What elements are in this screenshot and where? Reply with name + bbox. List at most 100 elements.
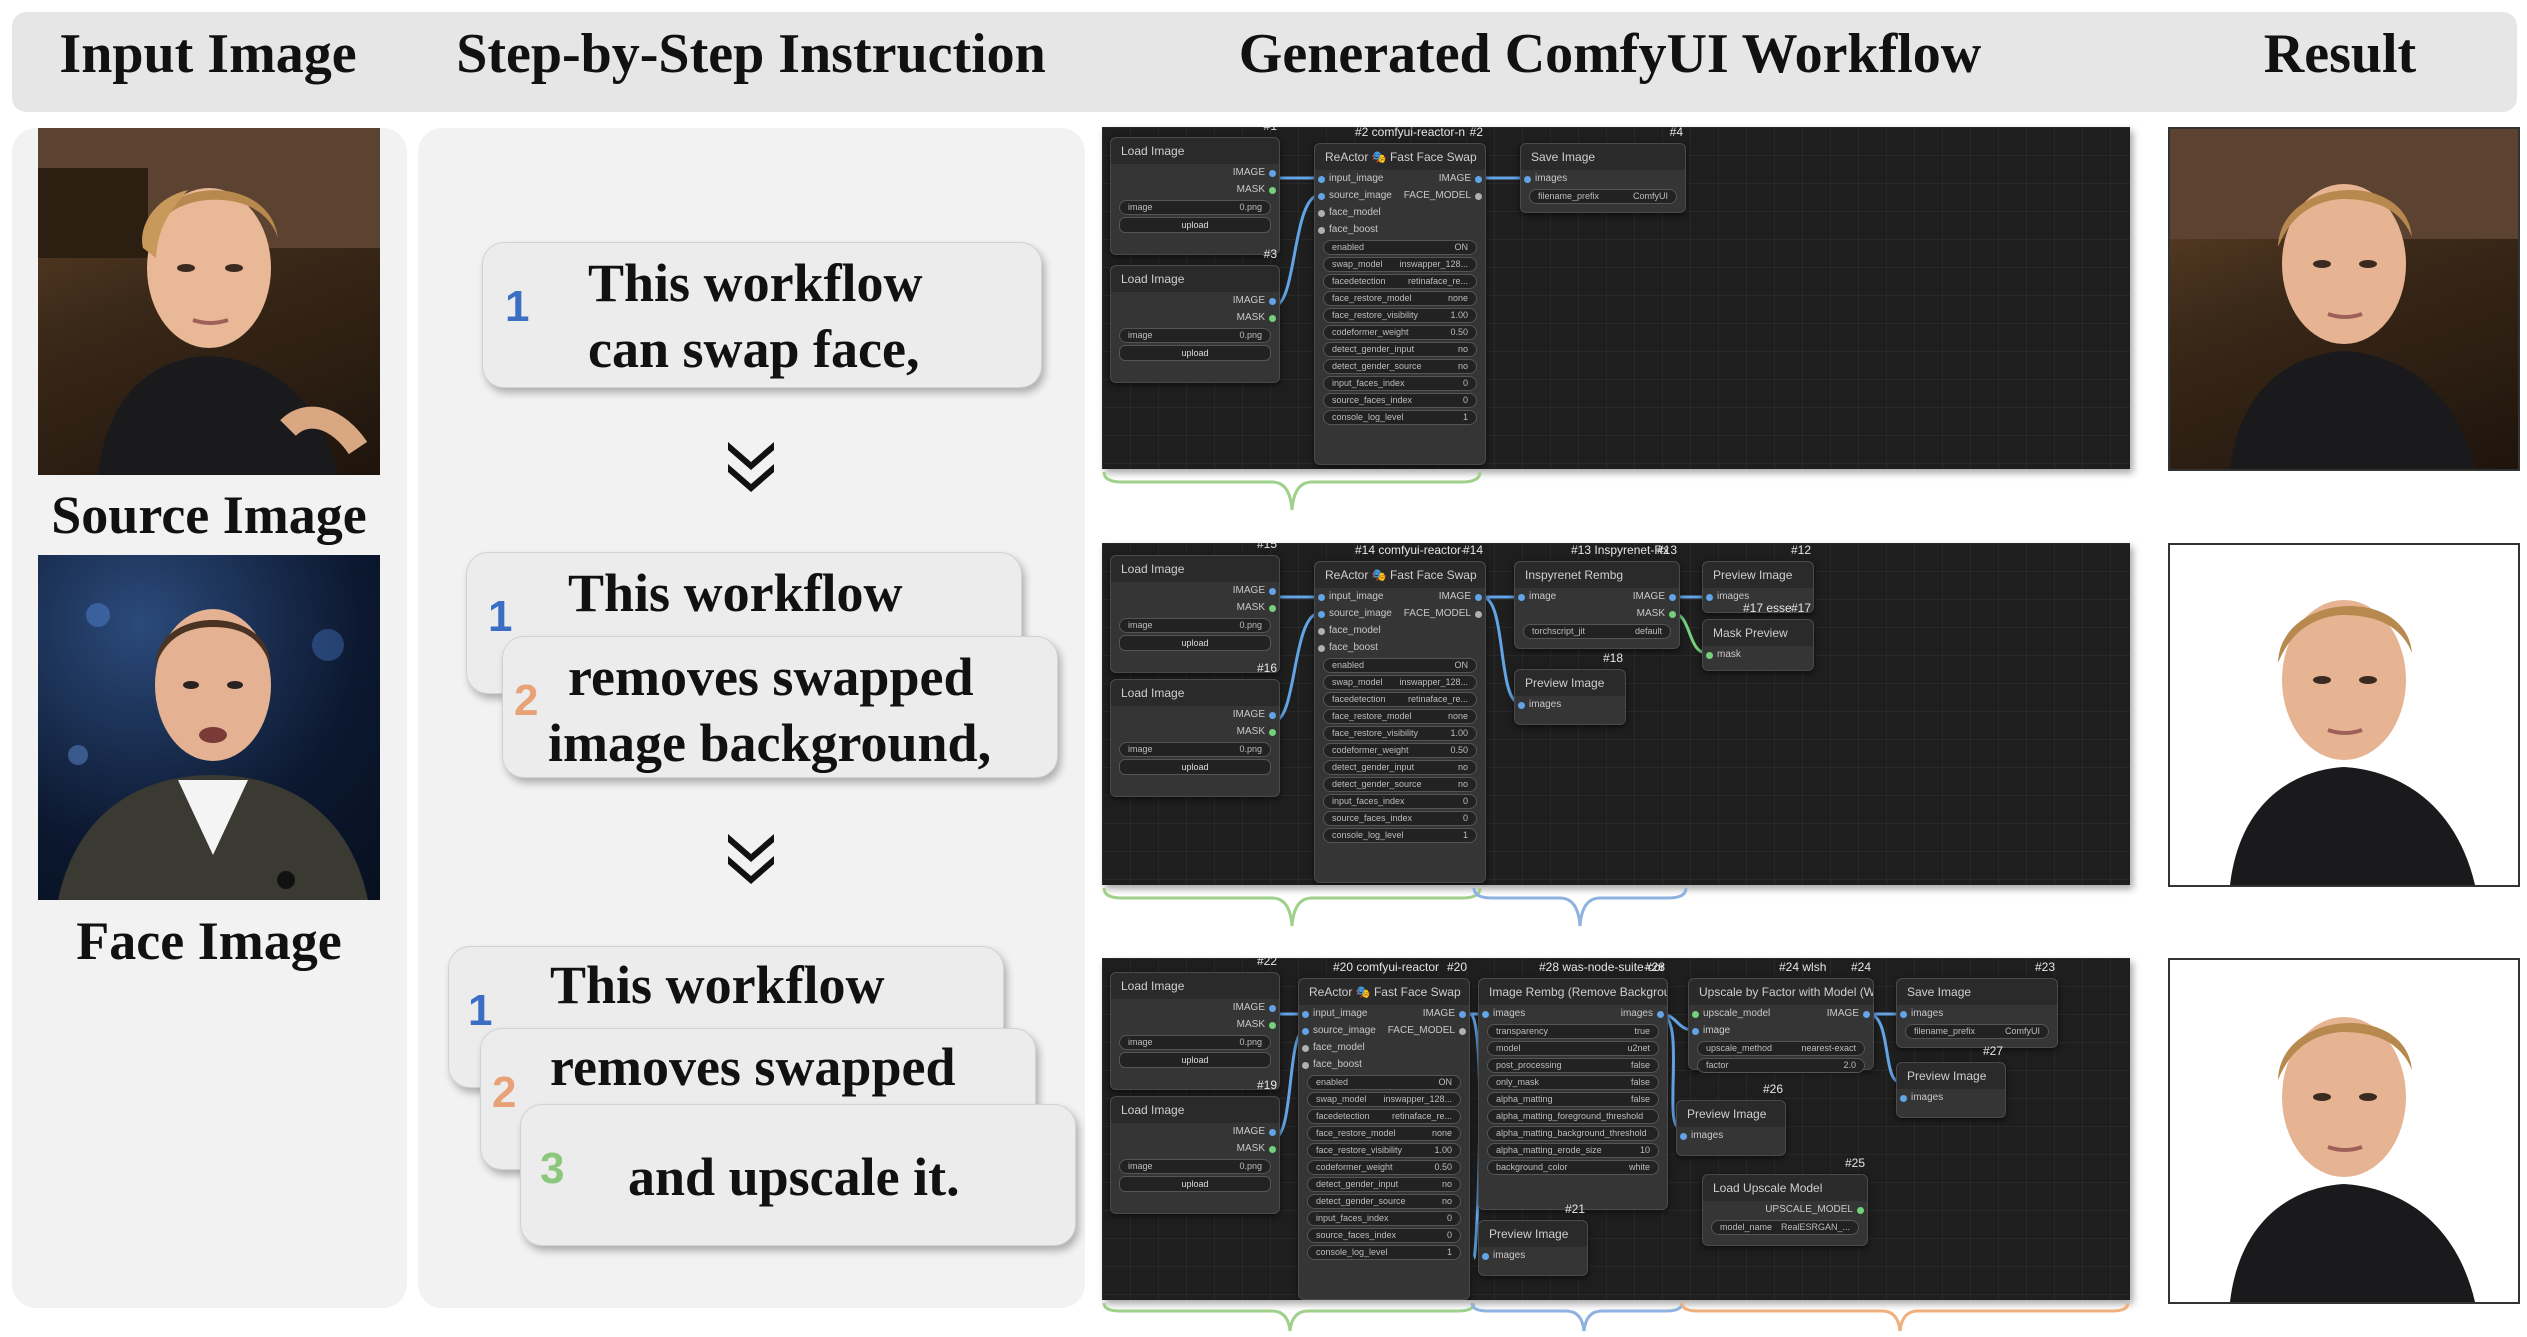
upload-button[interactable]: upload <box>1119 1052 1271 1068</box>
reactor-node[interactable]: #2 comfyui-reactor-n #2 ReActor 🎭 Fast F… <box>1314 127 1486 465</box>
instruction-card-step-3 <box>520 1104 1076 1246</box>
rembg-widget[interactable]: alpha_matting_background_threshold10 <box>1487 1126 1659 1141</box>
instruction-card-step-1 <box>482 242 1042 388</box>
face-image <box>38 555 380 900</box>
header-input-image: Input Image <box>59 23 357 85</box>
chevron-down-icon <box>728 834 774 884</box>
upload-button[interactable]: upload <box>1119 759 1271 775</box>
step-number-1: 1 <box>468 986 493 1035</box>
upscale-by-factor-node[interactable]: #24 wlsh #24 Upscale by Factor with Mode… <box>1688 960 1874 1073</box>
inspyrenet-rembg-node[interactable]: #13 Inspyrenet-Rx #13 Inspyrenet Rembg i… <box>1514 543 1680 649</box>
preview-image-node[interactable]: #18 Preview Image images <box>1514 651 1626 725</box>
step-number-1: 1 <box>505 282 530 331</box>
rembg-widget[interactable]: alpha_matting_foreground_threshold240 <box>1487 1109 1659 1124</box>
preview-image-node[interactable]: #26 Preview Image images <box>1676 1082 1786 1156</box>
instruction-line: This workflow <box>588 253 923 313</box>
reactor-node[interactable]: #14 comfyui-reactor- #14 ReActor 🎭 Fast … <box>1314 543 1486 883</box>
instruction-card-step-2 <box>502 636 1058 778</box>
upload-button[interactable]: upload <box>1119 217 1271 233</box>
upload-button[interactable]: upload <box>1119 635 1271 651</box>
load-upscale-model-node[interactable]: #25 Load Upscale Model UPSCALE_MODEL mod… <box>1702 1156 1868 1246</box>
preview-image-node[interactable]: #12 Preview Image images <box>1702 543 1814 613</box>
upload-button[interactable]: upload <box>1119 1176 1271 1192</box>
reactor-node[interactable]: #20 comfyui-reactor #20 ReActor 🎭 Fast F… <box>1298 960 1470 1300</box>
preview-image-node[interactable]: #21 Preview Image images <box>1478 1202 1588 1276</box>
preview-image-node[interactable]: #27 Preview Image images <box>1896 1044 2006 1118</box>
upload-button[interactable]: upload <box>1119 345 1271 361</box>
instruction-line: image background, <box>548 713 992 773</box>
face-image-caption: Face Image <box>76 911 342 971</box>
chevron-down-icon <box>728 442 774 492</box>
instruction-line: removes swapped <box>568 647 974 707</box>
instruction-line: removes swapped <box>550 1037 956 1097</box>
mask-preview-node[interactable]: #17 esse #17 Mask Preview mask <box>1702 601 1814 671</box>
image-rembg-node[interactable]: #28 was-node-suite-cor #28 Image Rembg (… <box>1478 960 1668 1210</box>
instruction-line: and upscale it. <box>628 1147 960 1207</box>
source-image-caption: Source Image <box>51 485 367 545</box>
